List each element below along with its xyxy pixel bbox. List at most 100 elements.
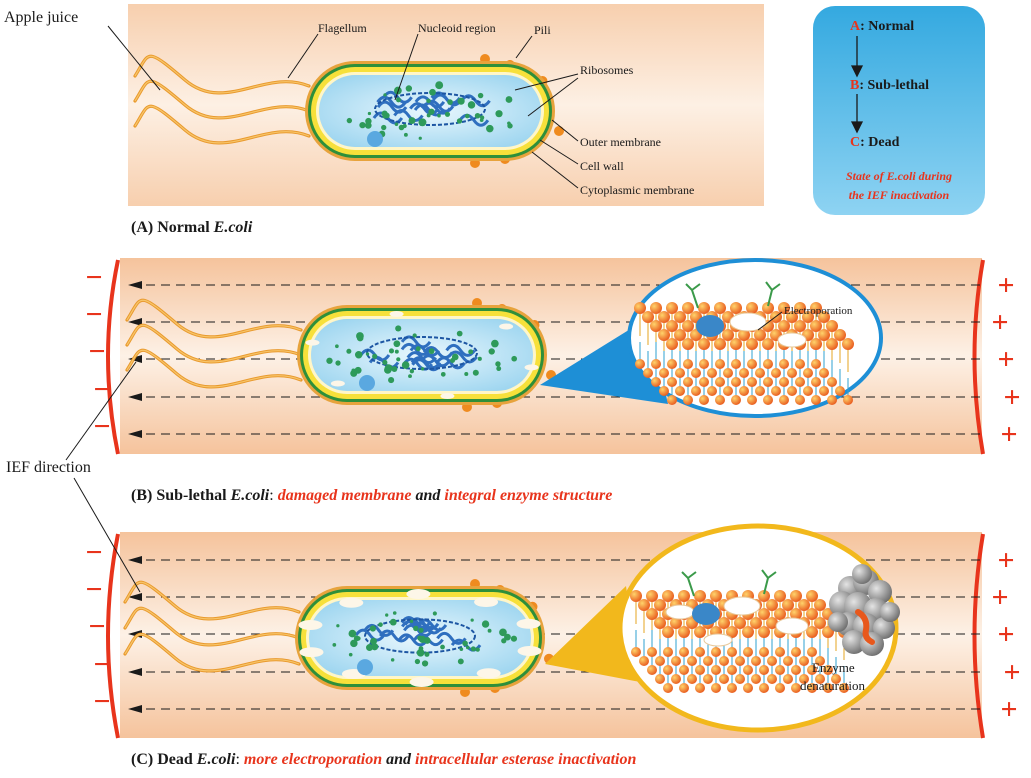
glycan <box>761 569 777 595</box>
lipid-head <box>758 608 770 620</box>
lipid-head <box>746 338 758 350</box>
ribosome <box>414 658 421 665</box>
lipid-head-lower <box>667 359 677 369</box>
denatured-chain <box>855 609 875 645</box>
ribosome <box>437 113 441 118</box>
glycan <box>681 571 697 597</box>
lipid-head-lower <box>771 386 781 396</box>
electropore <box>723 596 761 616</box>
lipid-head-lower <box>699 395 709 405</box>
lipid-head-lower <box>715 395 725 405</box>
flagellum-highlight <box>124 633 300 672</box>
leader-flagellum <box>287 33 319 79</box>
lipid-head <box>806 590 818 602</box>
lipid-head-lower <box>747 395 757 405</box>
minus-sign: − <box>85 261 102 294</box>
ribosome <box>396 357 401 362</box>
cells <box>123 54 564 697</box>
label-ribosomes: Ribosomes <box>580 63 634 77</box>
ribosome <box>403 132 408 137</box>
ribosome <box>366 644 374 652</box>
panel-c-left-electrode <box>106 533 120 739</box>
lipid-head-lower <box>795 395 805 405</box>
ribosome <box>486 124 494 133</box>
membrane-pore <box>499 323 514 330</box>
nucleoid-strand <box>354 628 386 642</box>
minus-sign: − <box>88 610 105 643</box>
panel-c-right-electrode <box>972 533 985 739</box>
lipid-head <box>646 608 658 620</box>
lipid-head <box>730 338 742 350</box>
ribosome <box>346 348 352 354</box>
lipid-head-lower <box>695 683 705 693</box>
lipid-head-lower <box>687 656 697 666</box>
ribosome <box>382 359 388 365</box>
lipid-head <box>634 302 646 314</box>
ribosome <box>418 118 427 127</box>
lipid-head <box>674 311 686 323</box>
lipid-head-lower <box>819 368 829 378</box>
ribosome <box>467 101 476 109</box>
leader-ief-2 <box>73 477 141 593</box>
legend-item-c: C: Dead <box>850 135 900 150</box>
enzyme-cluster <box>828 564 900 656</box>
lipid-head-lower <box>639 656 649 666</box>
ribosome <box>501 638 507 644</box>
enzyme-subunit <box>880 602 900 622</box>
ribosome <box>348 652 353 657</box>
lipid-head-lower <box>775 683 785 693</box>
bubble-c-lipid-bilayer <box>630 569 850 693</box>
lipid-head-lower <box>763 395 773 405</box>
lipid-head <box>642 311 654 323</box>
minus-sign: − <box>93 685 110 718</box>
lipid-head-lower <box>731 395 741 405</box>
ribosome <box>504 633 511 641</box>
membrane-pore <box>476 668 501 679</box>
leader-pili <box>515 35 533 59</box>
lipid-head-lower <box>683 395 693 405</box>
lipid-head <box>694 626 706 638</box>
nucleoid-strand <box>376 100 408 114</box>
lipid-head-lower <box>827 395 837 405</box>
lipid-head-lower <box>807 665 817 675</box>
lipid-head <box>646 590 658 602</box>
ribosome <box>447 99 453 105</box>
ribosome <box>511 355 518 362</box>
ribosome <box>475 647 480 652</box>
bubble-b-lipid-bilayer <box>634 281 854 405</box>
ribosome <box>415 346 421 352</box>
field-arrowhead <box>128 668 142 676</box>
lipid-head <box>802 311 814 323</box>
lipid-head-lower <box>779 377 789 387</box>
lipid-head <box>666 320 678 332</box>
glycan <box>765 281 781 307</box>
plus-sign: + <box>1003 656 1020 689</box>
nucleoid-strand <box>447 350 478 364</box>
lipid-head-lower <box>711 683 721 693</box>
ribosome <box>350 639 358 648</box>
enzyme-subunit <box>828 612 848 632</box>
nucleoid-strand <box>436 631 467 645</box>
flagellum-highlight <box>134 80 310 119</box>
ribosome <box>385 613 389 617</box>
minus-sign: − <box>85 298 102 331</box>
ribosome <box>426 98 431 104</box>
lipid-head-lower <box>787 386 797 396</box>
lipid-head-lower <box>695 647 705 657</box>
legend-item-a: A: Normal <box>850 19 914 34</box>
ribosome <box>388 348 395 354</box>
label-nucleoid: Nucleoid region <box>418 21 496 35</box>
ribosome <box>359 121 366 129</box>
nucleoid-strand <box>398 633 429 647</box>
ribosome <box>470 646 476 652</box>
lipid-head <box>650 320 662 332</box>
lipid-head <box>682 302 694 314</box>
label-outer-membrane: Outer membrane <box>580 135 661 149</box>
lipid-head-lower <box>647 665 657 675</box>
lipid-head <box>718 617 730 629</box>
membrane-pore <box>389 311 404 318</box>
lipid-head-lower <box>779 359 789 369</box>
ribosome <box>413 625 419 632</box>
lipid-head <box>674 329 686 341</box>
lipid-head <box>662 626 674 638</box>
